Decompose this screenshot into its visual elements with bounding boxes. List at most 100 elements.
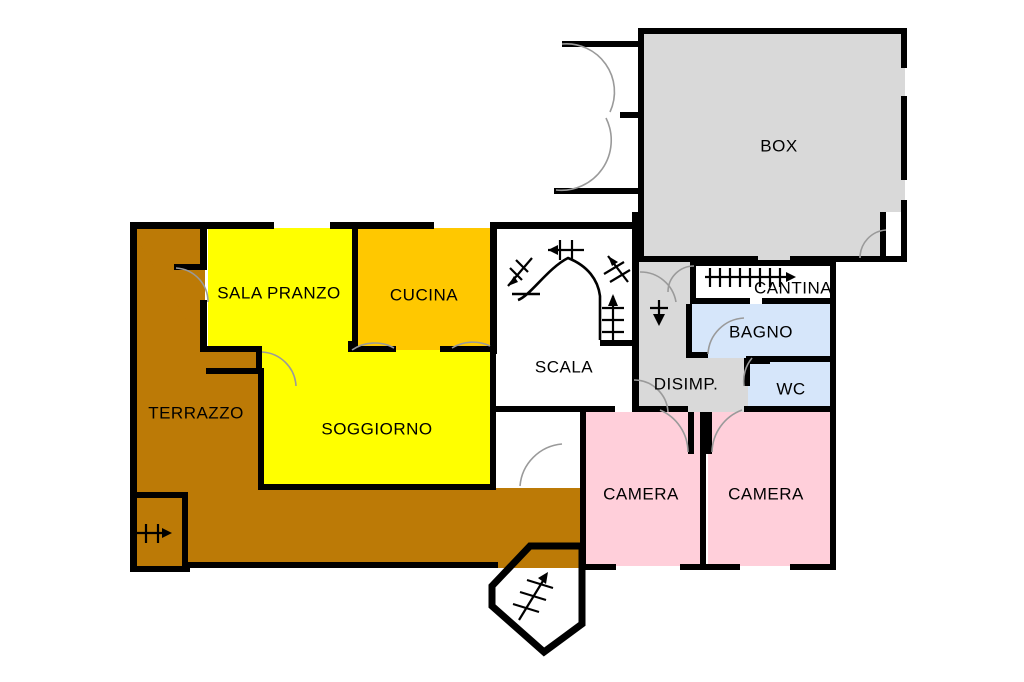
wall-terrazzo-step-v2 (200, 300, 207, 352)
wall-box-porch-top (562, 41, 642, 47)
room-label-scala: SCALA (535, 357, 593, 376)
wall-box-top (638, 28, 907, 34)
wall-soggiorno-left (258, 368, 264, 490)
wall-wc-left-stub (744, 358, 770, 364)
cantina-arrow-icon (705, 268, 796, 287)
room-label-camera-1: CAMERA (603, 484, 679, 503)
wall-terrazzo-step-h1 (174, 264, 207, 270)
wall-box-step-bottom (880, 256, 907, 262)
wall-camera-divider-stub2 (706, 412, 712, 454)
door-arc-cantina (667, 265, 695, 293)
walls (130, 28, 907, 657)
room-label-cucina: CUCINA (390, 285, 458, 304)
wall-stair-box-top (130, 492, 188, 498)
wall-soggiorno-bottom (258, 484, 496, 490)
wall-disimp-bottom-stub (632, 406, 678, 412)
door-arc-sala-soggiorno (351, 342, 395, 351)
wall-scala-left (492, 228, 497, 354)
wall-terrazzo-bottom-b (188, 562, 498, 568)
wall-soggiorno-right (490, 352, 496, 486)
door-arc-bagno (707, 317, 745, 355)
wall-camera-bottom-c (790, 564, 836, 570)
wall-sala-bottom (206, 346, 262, 352)
scala-arrow-diagonal-left-icon (507, 257, 533, 287)
wall-scala-right (632, 228, 639, 346)
room-fill-camera-2 (708, 412, 833, 566)
wall-bagno-left (686, 304, 692, 358)
room-label-camera-2: CAMERA (728, 484, 804, 503)
wall-camera-left (580, 406, 586, 570)
door-arc-cucina-soggiorno (451, 341, 491, 349)
wall-bagno-right (830, 302, 836, 358)
room-fill-wc (748, 362, 832, 412)
wall-cantina-bottom-b (762, 298, 836, 304)
door-arc-camera-2 (711, 409, 743, 453)
wall-wc-left (744, 362, 750, 386)
room-label-bagno: BAGNO (729, 322, 793, 341)
scala-arrow-up-icon (602, 294, 624, 340)
stair-symbols (136, 240, 796, 621)
wall-box-porch-mid (620, 112, 642, 118)
door-arc-box-right (859, 229, 887, 259)
wall-box-porch-bottom (554, 188, 642, 194)
door-arc-box-upper (561, 43, 616, 113)
wall-camera-bottom-a (580, 564, 616, 570)
room-fill-cucina (357, 228, 493, 350)
room-label-wc: WC (776, 379, 805, 398)
wall-box-left (638, 28, 644, 262)
wall-stair-box-right (182, 492, 188, 570)
wall-cantina-bottom (690, 298, 750, 304)
wall-terrazzo-step-v3 (256, 346, 262, 368)
room-label-cantina: CANTINA (754, 278, 832, 297)
room-fill-box (638, 28, 905, 262)
room-label-terrazzo: TERRAZZO (148, 403, 244, 422)
scala-arrow-diagonal-right-icon (603, 255, 631, 283)
room-fill-bagno (690, 304, 832, 358)
wall-terrazzo-bottom (130, 566, 190, 572)
wall-camera-top-mid (660, 406, 688, 412)
wall-terrazzo-step-v1 (200, 222, 207, 270)
wall-cantina-left (690, 260, 696, 304)
wall-disimp-left (632, 346, 639, 412)
door-arc-sala-terrazzo (175, 267, 209, 303)
door-arc-wc (742, 357, 753, 387)
room-label-box: BOX (760, 136, 797, 155)
wall-box-bottom (638, 256, 758, 262)
wall-terrazzo-step-h3 (206, 368, 262, 374)
room-label-disimpegno: DISIMP. (654, 374, 719, 393)
door-arc-terrazzo-soggiorno (261, 351, 297, 387)
room-label-soggiorno: SOGGIORNO (321, 419, 432, 438)
terrazzo-arrow-icon (136, 524, 172, 543)
room-fill-camera-1 (583, 412, 703, 566)
room-fill-disimpegno-lower (638, 356, 748, 412)
wall-wc-right (830, 358, 836, 412)
wall-ingresso-porch (488, 542, 586, 657)
door-arc-scala-disimp (639, 271, 677, 303)
wall-wc-bottom (744, 406, 836, 412)
wall-cucina-bottom-a (348, 346, 396, 352)
wall-bagno-left-stub (686, 352, 708, 358)
wall-box-step-side (880, 212, 886, 260)
wall-cantina-top (690, 260, 836, 266)
door-arc-scala-ingresso (519, 443, 563, 487)
wall-cucina-bottom-c (440, 346, 496, 352)
room-fill-terrazzo (130, 228, 590, 568)
wall-box-right-lower (901, 200, 907, 262)
door-arcs (175, 43, 887, 487)
door-arc-box-lower (555, 117, 613, 192)
door-arc-disimp-left (633, 379, 669, 413)
scala-arrow-left-icon (548, 240, 584, 260)
wall-camera-top-left (580, 406, 615, 412)
room-fill-terrazzo-upper (130, 228, 262, 372)
wall-bagno-bottom (746, 356, 836, 362)
room-label-sala-pranzo: SALA PRANZO (217, 283, 341, 302)
door-arc-camera-1 (659, 409, 689, 453)
wall-house-top-c (490, 222, 638, 229)
room-fill-cantina (694, 265, 832, 301)
wall-sala-right (352, 228, 358, 350)
wall-camera-right (830, 406, 836, 570)
disimp-arrow-down-icon (650, 300, 668, 326)
room-fill-soggiorno (208, 228, 494, 488)
